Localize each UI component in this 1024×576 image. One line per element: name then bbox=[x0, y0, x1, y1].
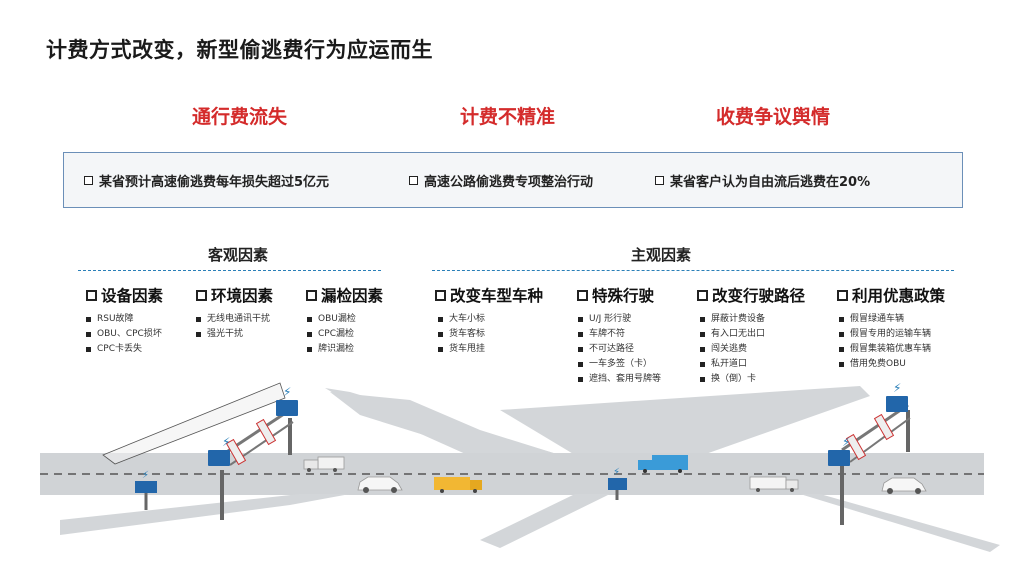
factor-special-driving: 特殊行驶 bbox=[577, 284, 654, 306]
svg-text:⚡: ⚡ bbox=[842, 435, 850, 449]
fact-item: 高速公路偷逃费专项整治行动 bbox=[409, 171, 593, 190]
route-change-list: 屏蔽计费设备 有入口无出口 闯关逃费 私开道口 换（倒）卡 bbox=[700, 312, 765, 387]
fact-item: 某省客户认为自由流后逃费在20% bbox=[655, 171, 870, 190]
checkbox-icon bbox=[86, 289, 97, 301]
rsu-middle: ⚡ bbox=[608, 467, 627, 500]
issue-toll-loss: 通行费流失 bbox=[192, 106, 288, 128]
list-item: 强光干扰 bbox=[196, 327, 270, 342]
ramp-lower-left bbox=[60, 494, 350, 535]
issue-inaccurate-billing: 计费不精准 bbox=[460, 106, 556, 128]
vehicle-type-list: 大车小标 货车客标 货车甩挂 bbox=[438, 312, 485, 357]
list-item: CPC漏检 bbox=[307, 327, 356, 342]
checkbox-icon bbox=[435, 289, 446, 301]
list-item: 假冒专用的运输车辆 bbox=[839, 327, 931, 342]
ramp-upper-left-2 bbox=[330, 392, 560, 470]
factor-vehicle-type: 改变车型车种 bbox=[435, 284, 543, 306]
list-item: 假冒集装箱优惠车辆 bbox=[839, 342, 931, 357]
list-item: 一车多签（卡） bbox=[578, 357, 661, 372]
objective-title: 客观因素 bbox=[208, 246, 269, 264]
truck-blue bbox=[638, 455, 688, 473]
truck-white-right bbox=[749, 476, 799, 492]
gantry-right: ⚡ ⚡ bbox=[828, 381, 911, 525]
page-title: 计费方式改变，新型偷逃费行为应运而生 bbox=[46, 38, 433, 62]
list-item: CPC卡丢失 bbox=[86, 342, 162, 357]
list-item: 不可达路径 bbox=[578, 342, 661, 357]
list-item: 遮挡、套用号牌等 bbox=[578, 372, 661, 387]
detection-beam bbox=[102, 382, 286, 465]
factor-missed-detection: 漏检因素 bbox=[306, 284, 383, 306]
svg-text:⚡: ⚡ bbox=[613, 467, 620, 478]
fact-item: 某省预计高速偷逃费每年损失超过5亿元 bbox=[84, 171, 329, 190]
fact-text: 某省预计高速偷逃费每年损失超过5亿元 bbox=[99, 175, 330, 190]
checkbox-icon bbox=[655, 176, 664, 185]
special-driving-list: U/J 形行驶 车牌不符 不可达路径 一车多签（卡） 遮挡、套用号牌等 bbox=[578, 312, 661, 387]
svg-text:⚡: ⚡ bbox=[142, 470, 149, 481]
checkbox-icon bbox=[577, 289, 588, 301]
car-white-left bbox=[357, 476, 403, 493]
list-item: 牌识漏检 bbox=[307, 342, 356, 357]
preferential-policy-list: 假冒绿通车辆 假冒专用的运输车辆 假冒集装箱优惠车辆 借用免费OBU bbox=[839, 312, 931, 372]
list-item: 私开道口 bbox=[700, 357, 765, 372]
list-item: RSU故障 bbox=[86, 312, 162, 327]
car-white-right bbox=[881, 477, 927, 494]
environment-list: 无线电通讯干扰 强光干扰 bbox=[196, 312, 270, 342]
checkbox-icon bbox=[196, 289, 207, 301]
list-item: 换（倒）卡 bbox=[700, 372, 765, 387]
subjective-title: 主观因素 bbox=[631, 246, 692, 264]
svg-text:⚡: ⚡ bbox=[283, 385, 291, 399]
checkbox-icon bbox=[697, 289, 708, 301]
subjective-divider bbox=[432, 270, 954, 271]
list-item: OBU、CPC损坏 bbox=[86, 327, 162, 342]
factor-device: 设备因素 bbox=[86, 284, 163, 306]
factor-environment: 环境因素 bbox=[196, 284, 273, 306]
svg-text:⚡: ⚡ bbox=[222, 435, 230, 449]
list-item: 货车客标 bbox=[438, 327, 485, 342]
objective-divider bbox=[78, 270, 381, 271]
list-item: U/J 形行驶 bbox=[578, 312, 661, 327]
truck-yellow bbox=[434, 477, 482, 493]
fact-text: 某省客户认为自由流后逃费在20% bbox=[670, 175, 871, 190]
truck-white-top bbox=[303, 456, 345, 472]
fact-text: 高速公路偷逃费专项整治行动 bbox=[424, 175, 594, 190]
list-item: 车牌不符 bbox=[578, 327, 661, 342]
checkbox-icon bbox=[84, 176, 93, 185]
checkbox-icon bbox=[837, 289, 848, 301]
list-item: 闯关逃费 bbox=[700, 342, 765, 357]
checkbox-icon bbox=[306, 289, 317, 301]
list-item: 大车小标 bbox=[438, 312, 485, 327]
list-item: 无线电通讯干扰 bbox=[196, 312, 270, 327]
list-item: 借用免费OBU bbox=[839, 357, 931, 372]
device-list: RSU故障 OBU、CPC损坏 CPC卡丢失 bbox=[86, 312, 162, 357]
gantry-left: ⚡ ⚡ bbox=[208, 385, 298, 520]
checkbox-icon bbox=[409, 176, 418, 185]
ramp-lower-mid bbox=[480, 494, 610, 548]
list-item: 假冒绿通车辆 bbox=[839, 312, 931, 327]
ramp-upper-right bbox=[500, 386, 870, 470]
missed-detection-list: OBU漏检 CPC漏检 牌识漏检 bbox=[307, 312, 356, 357]
issue-dispute: 收费争议舆情 bbox=[716, 106, 831, 128]
facts-box: 某省预计高速偷逃费每年损失超过5亿元 高速公路偷逃费专项整治行动 某省客户认为自… bbox=[63, 152, 963, 208]
rsu-left: ⚡ bbox=[135, 470, 157, 510]
list-item: 有入口无出口 bbox=[700, 327, 765, 342]
factor-route-change: 改变行驶路径 bbox=[697, 284, 805, 306]
factor-preferential-policy: 利用优惠政策 bbox=[837, 284, 945, 306]
list-item: 屏蔽计费设备 bbox=[700, 312, 765, 327]
list-item: OBU漏检 bbox=[307, 312, 356, 327]
ramp-lower-right bbox=[800, 494, 1000, 552]
svg-text:⚡: ⚡ bbox=[893, 381, 901, 395]
list-item: 货车甩挂 bbox=[438, 342, 485, 357]
